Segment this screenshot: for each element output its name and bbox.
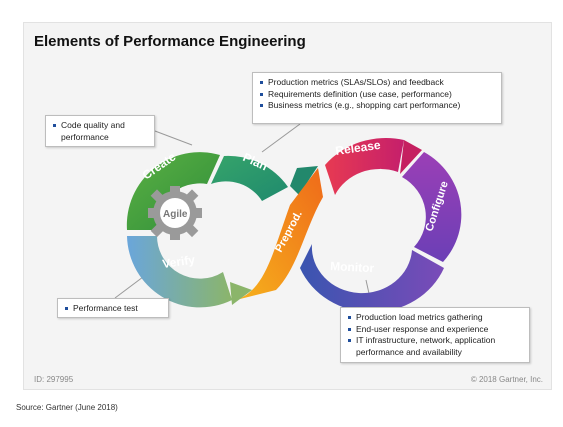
monitor-callout-item: Production load metrics gathering — [347, 312, 523, 324]
plan-callout-item: Requirements definition (use case, perfo… — [259, 89, 495, 101]
create-callout-item: Code quality and performance — [52, 120, 148, 143]
monitor-callout-item: End-user response and experience — [347, 324, 523, 336]
create-callout-line: performance — [61, 131, 109, 142]
verify-callout-item: Performance test — [64, 303, 162, 315]
create-callout-line: Code quality and — [61, 120, 125, 130]
source-note: Source: Gartner (June 2018) — [16, 403, 118, 412]
plan-callout: Production metrics (SLAs/SLOs) and feedb… — [252, 72, 502, 124]
plan-callout-item: Business metrics (e.g., shopping cart pe… — [259, 100, 495, 112]
monitor-callout-item: IT infrastructure, network, application … — [347, 335, 523, 358]
plan-callout-item: Production metrics (SLAs/SLOs) and feedb… — [259, 77, 495, 89]
copyright: © 2018 Gartner, Inc. — [470, 375, 543, 384]
monitor-callout-line: performance and availability — [356, 346, 462, 357]
monitor-callout-line: IT infrastructure, network, application — [356, 335, 496, 345]
figure-title: Elements of Performance Engineering — [34, 33, 306, 50]
verify-callout: Performance test — [57, 298, 169, 318]
monitor-callout: Production load metrics gathering End-us… — [340, 307, 530, 363]
figure-id: ID: 297995 — [34, 375, 74, 384]
create-callout: Code quality and performance — [45, 115, 155, 147]
